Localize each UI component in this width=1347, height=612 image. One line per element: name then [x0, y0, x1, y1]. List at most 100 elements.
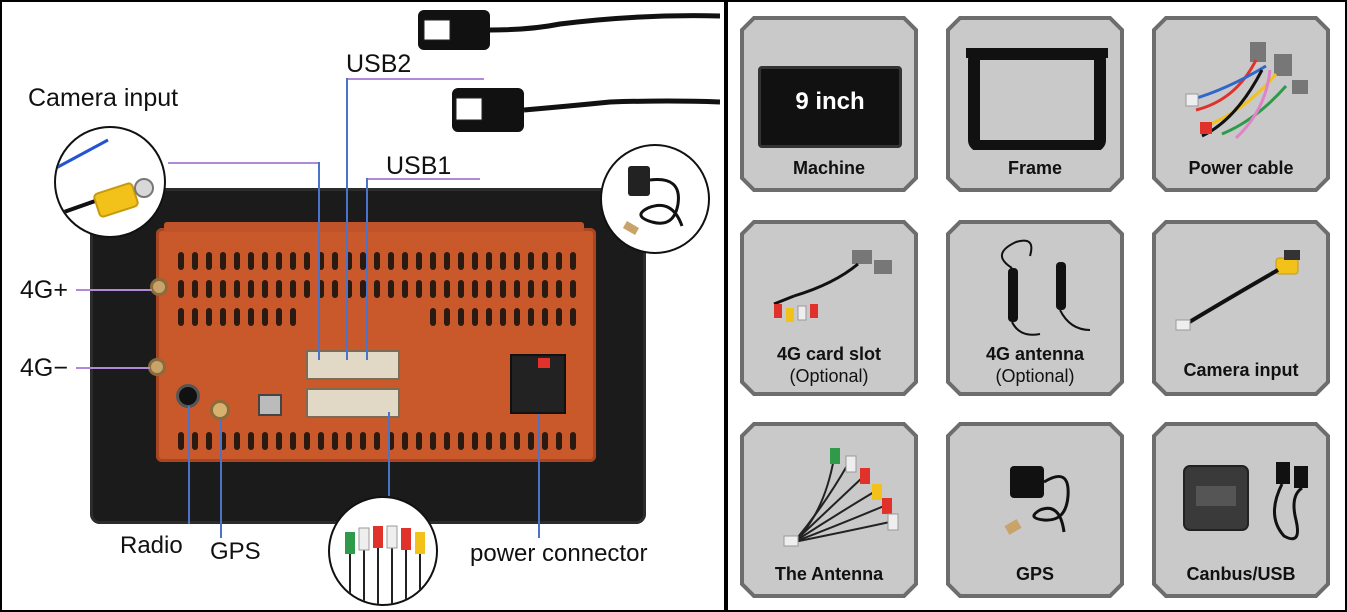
frame-icon — [966, 48, 1108, 150]
gps-antenna-icon — [622, 166, 684, 235]
vent-slot — [444, 308, 450, 326]
camera-input-inset — [54, 126, 166, 238]
vent-slot — [276, 252, 282, 270]
card-frame: Frame — [946, 16, 1124, 192]
canbus-box-icon — [1183, 462, 1308, 541]
vent-slot — [206, 432, 212, 450]
vent-slot — [542, 252, 548, 270]
power-connector-label: power connector — [470, 540, 648, 567]
vent-slot — [332, 280, 338, 298]
rca-bundle-icon — [345, 525, 425, 604]
vent-slot — [528, 432, 534, 450]
card-gps: GPS — [946, 422, 1124, 598]
vent-slot — [542, 280, 548, 298]
card-power-cable: Power cable — [1152, 16, 1330, 192]
rca-leader — [388, 412, 390, 496]
4g-cable-icon — [773, 250, 892, 322]
rca-connector-block — [306, 388, 400, 418]
vent-slot — [430, 252, 436, 270]
vent-slot — [528, 308, 534, 326]
vent-slot — [192, 280, 198, 298]
vent-slot — [472, 252, 478, 270]
card-label: Machine — [792, 158, 866, 178]
vent-slot — [570, 280, 576, 298]
vent-slot — [304, 432, 310, 450]
vent-slot — [346, 252, 352, 270]
vent-slot — [416, 252, 422, 270]
vent-slot — [430, 432, 436, 450]
vent-slot — [234, 308, 240, 326]
vent-slot — [318, 252, 324, 270]
vent-slot — [220, 308, 226, 326]
vent-slot — [276, 308, 282, 326]
vent-slot — [514, 308, 520, 326]
vent-slot — [458, 280, 464, 298]
vent-slot — [486, 252, 492, 270]
card-label: Camera input — [1183, 360, 1299, 380]
vent-slot — [220, 252, 226, 270]
usb1-leader — [366, 178, 368, 360]
card-machine: 9 inch Machine — [740, 16, 918, 192]
card-the-antenna: The Antenna — [740, 422, 918, 598]
card-label: Power cable — [1188, 158, 1294, 178]
vent-slot — [248, 432, 254, 450]
vent-slot — [220, 432, 226, 450]
usb2-leader-top — [346, 78, 484, 80]
vent-slot — [290, 308, 296, 326]
vent-slot — [500, 432, 506, 450]
card-frame — [946, 422, 1124, 598]
vent-slot — [542, 432, 548, 450]
vent-slot — [192, 252, 198, 270]
camera-leader — [318, 162, 320, 360]
card-label-line2: (Optional) — [789, 366, 869, 386]
usb1-label: USB1 — [386, 152, 452, 180]
vent-slot — [472, 308, 478, 326]
card-canbus-usb: Canbus/USB — [1152, 422, 1330, 598]
vent-slot — [500, 252, 506, 270]
vent-slot — [430, 280, 436, 298]
vent-slot — [444, 252, 450, 270]
camera-leader-top — [168, 162, 318, 164]
vent-slot — [556, 308, 562, 326]
vent-slot — [388, 432, 394, 450]
card-label-line2: (Optional) — [995, 366, 1075, 386]
card-label-line1: 4G antenna — [985, 344, 1085, 364]
vent-slot — [220, 280, 226, 298]
vent-slot — [332, 252, 338, 270]
head-unit-icon: 9 inch — [754, 30, 904, 150]
vent-slot — [416, 432, 422, 450]
card-label: GPS — [1015, 564, 1054, 584]
vent-slot — [514, 432, 520, 450]
power-connector-block — [510, 354, 566, 414]
power-leader — [538, 414, 540, 538]
vent-slot — [276, 280, 282, 298]
vent-slot — [346, 280, 352, 298]
vent-slot — [430, 308, 436, 326]
vent-slot — [262, 308, 268, 326]
vent-slot — [318, 280, 324, 298]
vent-slot — [192, 432, 198, 450]
vent-slot — [556, 432, 562, 450]
vent-slot — [178, 280, 184, 298]
vent-slot — [276, 432, 282, 450]
camera-cable-icon — [1175, 250, 1300, 331]
radio-label: Radio — [120, 532, 183, 559]
vent-slot — [290, 252, 296, 270]
machine-screen-text: 9 inch — [795, 88, 865, 115]
usb-connector-block — [306, 350, 400, 380]
gps-jack — [210, 400, 230, 420]
vent-slot — [360, 432, 366, 450]
vent-slot — [542, 308, 548, 326]
vent-slot — [514, 280, 520, 298]
vent-slot — [234, 280, 240, 298]
antenna-icon — [1001, 239, 1091, 336]
aux-port — [258, 394, 282, 416]
vent-slot — [402, 280, 408, 298]
vent-slot — [234, 252, 240, 270]
vent-slot — [192, 308, 198, 326]
chassis-lip — [164, 222, 584, 232]
rca-bundle-inset — [328, 496, 438, 606]
vent-slot — [486, 432, 492, 450]
vent-slot — [304, 280, 310, 298]
card-4g-antenna: 4G antenna (Optional) — [946, 220, 1124, 396]
